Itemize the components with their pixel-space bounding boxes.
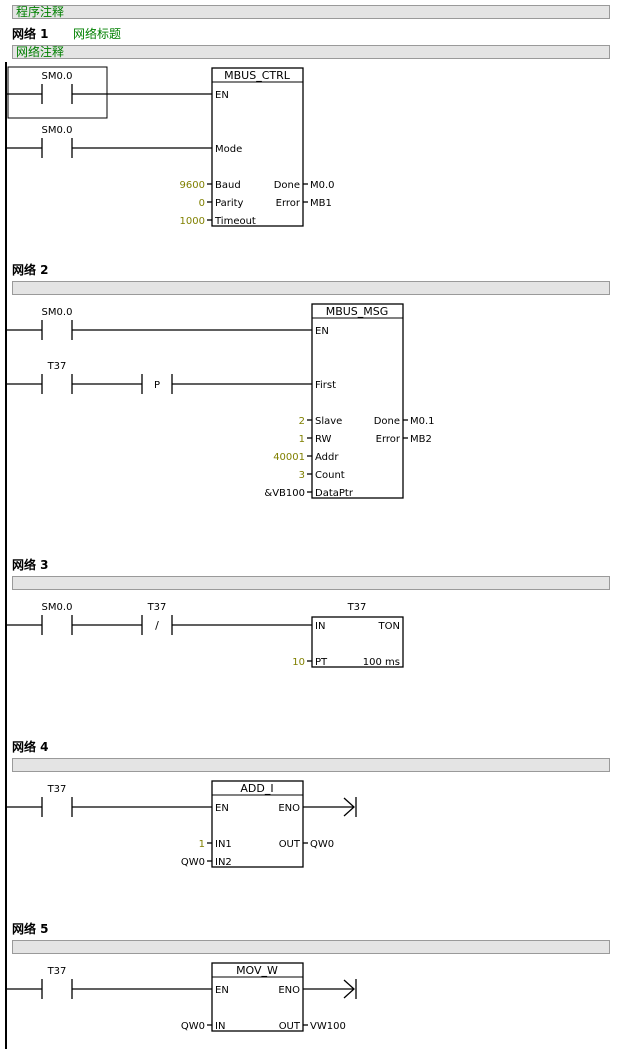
network-4-comment-bar[interactable] bbox=[12, 758, 610, 772]
n2-value-slave[interactable]: 2 bbox=[299, 416, 305, 427]
n4-pin-in2: IN2 bbox=[215, 857, 232, 868]
n2-value-done[interactable]: M0.1 bbox=[410, 416, 435, 427]
n1-pin-mode: Mode bbox=[215, 144, 242, 155]
network-2-label[interactable]: 网络 2 bbox=[12, 263, 49, 277]
network-1-comment-bar[interactable]: 网络注释 bbox=[12, 45, 610, 59]
n1-pin-en: EN bbox=[215, 90, 229, 101]
n2-pin-slave: Slave bbox=[315, 416, 342, 427]
n2-pin-en: EN bbox=[315, 326, 329, 337]
n1-value-done[interactable]: M0.0 bbox=[310, 180, 335, 191]
n5-value-out[interactable]: VW100 bbox=[310, 1021, 346, 1032]
n1-pin-timeout: Timeout bbox=[214, 216, 256, 227]
n1-value-error[interactable]: MB1 bbox=[310, 198, 332, 209]
n3-time-base: 100 ms bbox=[363, 657, 400, 668]
n4-add-i-block[interactable] bbox=[207, 780, 357, 868]
network-3-comment-bar[interactable] bbox=[12, 576, 610, 590]
n3-contact-2-label: T37 bbox=[147, 602, 167, 613]
n3-block-type: TON bbox=[378, 621, 400, 632]
n1-value-parity[interactable]: 0 bbox=[199, 198, 205, 209]
network-5-comment-bar[interactable] bbox=[12, 940, 610, 954]
n2-p-label: P bbox=[154, 380, 160, 391]
n3-nc-slash: / bbox=[155, 619, 159, 632]
n2-value-count[interactable]: 3 bbox=[299, 470, 305, 481]
n2-value-addr[interactable]: 40001 bbox=[273, 452, 305, 463]
n2-value-dataptr[interactable]: &VB100 bbox=[264, 488, 305, 499]
network-4-label[interactable]: 网络 4 bbox=[12, 740, 49, 754]
n5-mov-w-block[interactable] bbox=[207, 962, 357, 1032]
n5-pin-out: OUT bbox=[279, 1021, 301, 1032]
n2-contact-2[interactable] bbox=[7, 374, 142, 394]
n5-pin-eno: ENO bbox=[278, 985, 300, 996]
n1-contact-1-label: SM0.0 bbox=[42, 71, 73, 82]
n2-pin-count: Count bbox=[315, 470, 345, 481]
n3-pin-pt: PT bbox=[315, 657, 328, 668]
n4-contact-1[interactable] bbox=[7, 797, 212, 817]
n2-pin-first: First bbox=[315, 380, 336, 391]
n4-pin-en: EN bbox=[215, 803, 229, 814]
n1-value-baud[interactable]: 9600 bbox=[180, 180, 205, 191]
n4-value-out[interactable]: QW0 bbox=[310, 839, 334, 850]
n4-value-in1[interactable]: 1 bbox=[199, 839, 205, 850]
network-1-label[interactable]: 网络 1 bbox=[12, 27, 49, 41]
n1-contact-1[interactable] bbox=[7, 66, 212, 119]
n1-block-name: MBUS_CTRL bbox=[224, 69, 291, 82]
n5-block-name: MOV_W bbox=[236, 964, 278, 977]
n3-contact-1-label: SM0.0 bbox=[42, 602, 73, 613]
n2-value-error[interactable]: MB2 bbox=[410, 434, 432, 445]
n1-value-timeout[interactable]: 1000 bbox=[180, 216, 205, 227]
n2-pin-rw: RW bbox=[315, 434, 332, 445]
n5-contact-1[interactable] bbox=[7, 979, 212, 999]
n2-pin-addr: Addr bbox=[315, 452, 339, 463]
n2-pin-done: Done bbox=[374, 416, 400, 427]
n3-timer-name: T37 bbox=[347, 602, 367, 613]
n5-pin-en: EN bbox=[215, 985, 229, 996]
program-comment: 程序注释 bbox=[16, 5, 65, 19]
n3-contact-1[interactable] bbox=[7, 615, 142, 635]
network-5-label[interactable]: 网络 5 bbox=[12, 922, 49, 936]
n1-mbus-ctrl-block[interactable] bbox=[207, 67, 308, 227]
n2-pin-dataptr: DataPtr bbox=[315, 488, 354, 499]
n2-contact-1[interactable] bbox=[7, 320, 312, 340]
network-1-title[interactable]: 网络标题 bbox=[73, 27, 122, 41]
n2-pin-error: Error bbox=[376, 434, 401, 445]
n1-pin-error: Error bbox=[276, 198, 301, 209]
n4-contact-1-label: T37 bbox=[47, 784, 67, 795]
n3-value-pt[interactable]: 10 bbox=[292, 657, 305, 668]
n1-contact-2-label: SM0.0 bbox=[42, 125, 73, 136]
network-3-label[interactable]: 网络 3 bbox=[12, 558, 49, 572]
n1-contact-2[interactable] bbox=[7, 138, 212, 158]
n3-contact-2-nc[interactable] bbox=[141, 615, 312, 635]
program-comment-bar[interactable]: 程序注释 bbox=[12, 5, 610, 19]
n1-pin-parity: Parity bbox=[215, 198, 244, 209]
network-1-comment: 网络注释 bbox=[16, 45, 65, 59]
n5-value-in[interactable]: QW0 bbox=[181, 1021, 205, 1032]
n2-mbus-msg-block[interactable] bbox=[307, 303, 408, 499]
network-2-comment-bar[interactable] bbox=[12, 281, 610, 295]
n4-pin-eno: ENO bbox=[278, 803, 300, 814]
n5-contact-1-label: T37 bbox=[47, 966, 67, 977]
n5-pin-in: IN bbox=[215, 1021, 225, 1032]
n2-contact-2-label: T37 bbox=[47, 361, 67, 372]
power-rail bbox=[5, 62, 7, 1049]
n2-value-rw[interactable]: 1 bbox=[299, 434, 305, 445]
n4-pin-in1: IN1 bbox=[215, 839, 232, 850]
n2-contact-1-label: SM0.0 bbox=[42, 307, 73, 318]
n1-pin-baud: Baud bbox=[215, 180, 241, 191]
n2-block-name: MBUS_MSG bbox=[326, 305, 389, 318]
n4-block-name: ADD_I bbox=[240, 782, 273, 795]
n2-positive-transition[interactable] bbox=[141, 374, 312, 394]
n3-ton-block[interactable] bbox=[307, 616, 404, 668]
n1-pin-done: Done bbox=[274, 180, 300, 191]
n4-value-in2[interactable]: QW0 bbox=[181, 857, 205, 868]
n4-pin-out: OUT bbox=[279, 839, 301, 850]
n3-pin-in: IN bbox=[315, 621, 325, 632]
